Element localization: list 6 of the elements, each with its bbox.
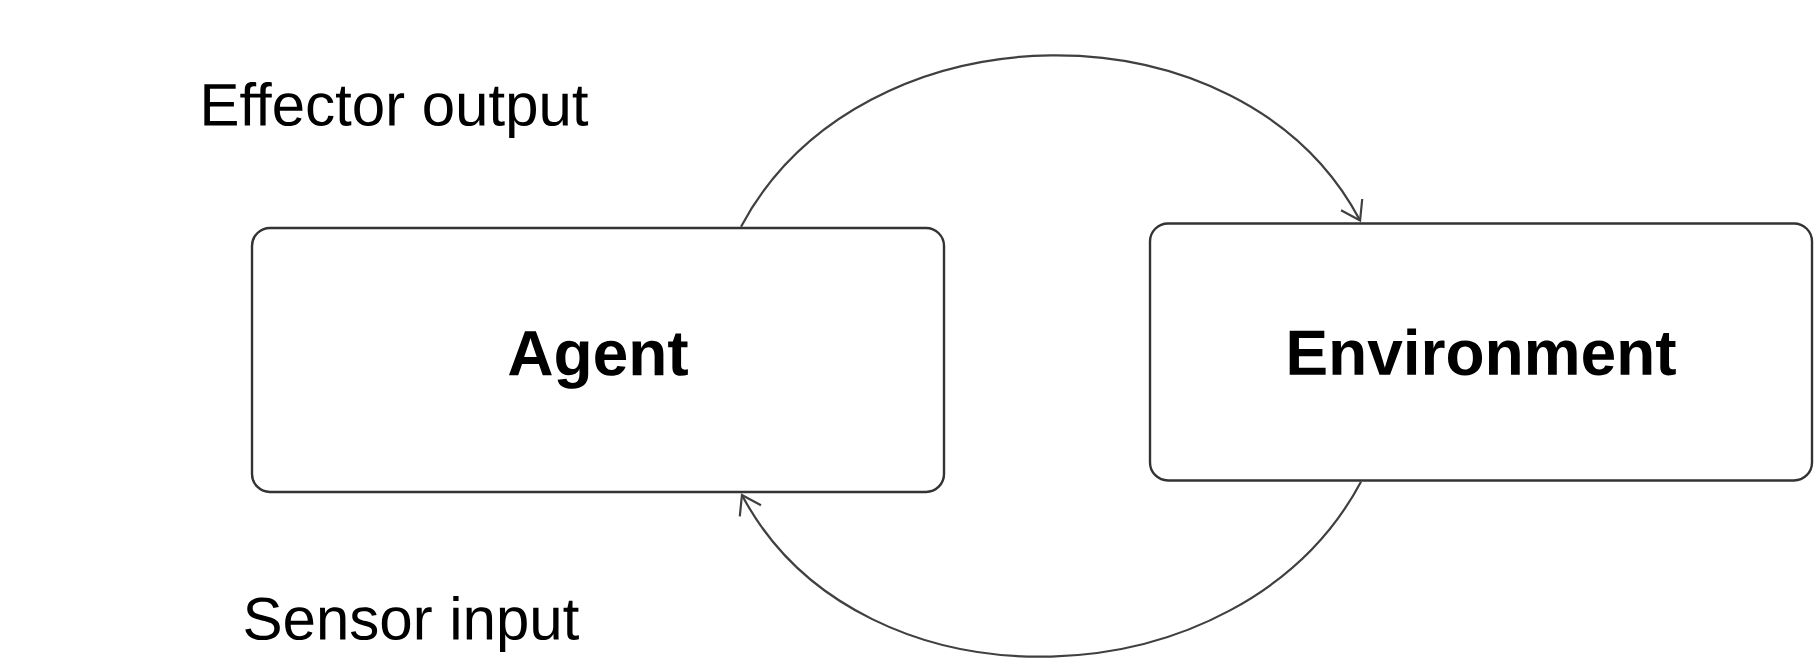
arrow <box>740 54 1364 228</box>
process-box: Environment <box>1148 222 1814 482</box>
edge-label: Effector output <box>197 80 591 140</box>
edge-label: Sensor input <box>240 594 582 654</box>
arrow <box>738 481 1362 658</box>
process-box: Agent <box>250 226 946 494</box>
